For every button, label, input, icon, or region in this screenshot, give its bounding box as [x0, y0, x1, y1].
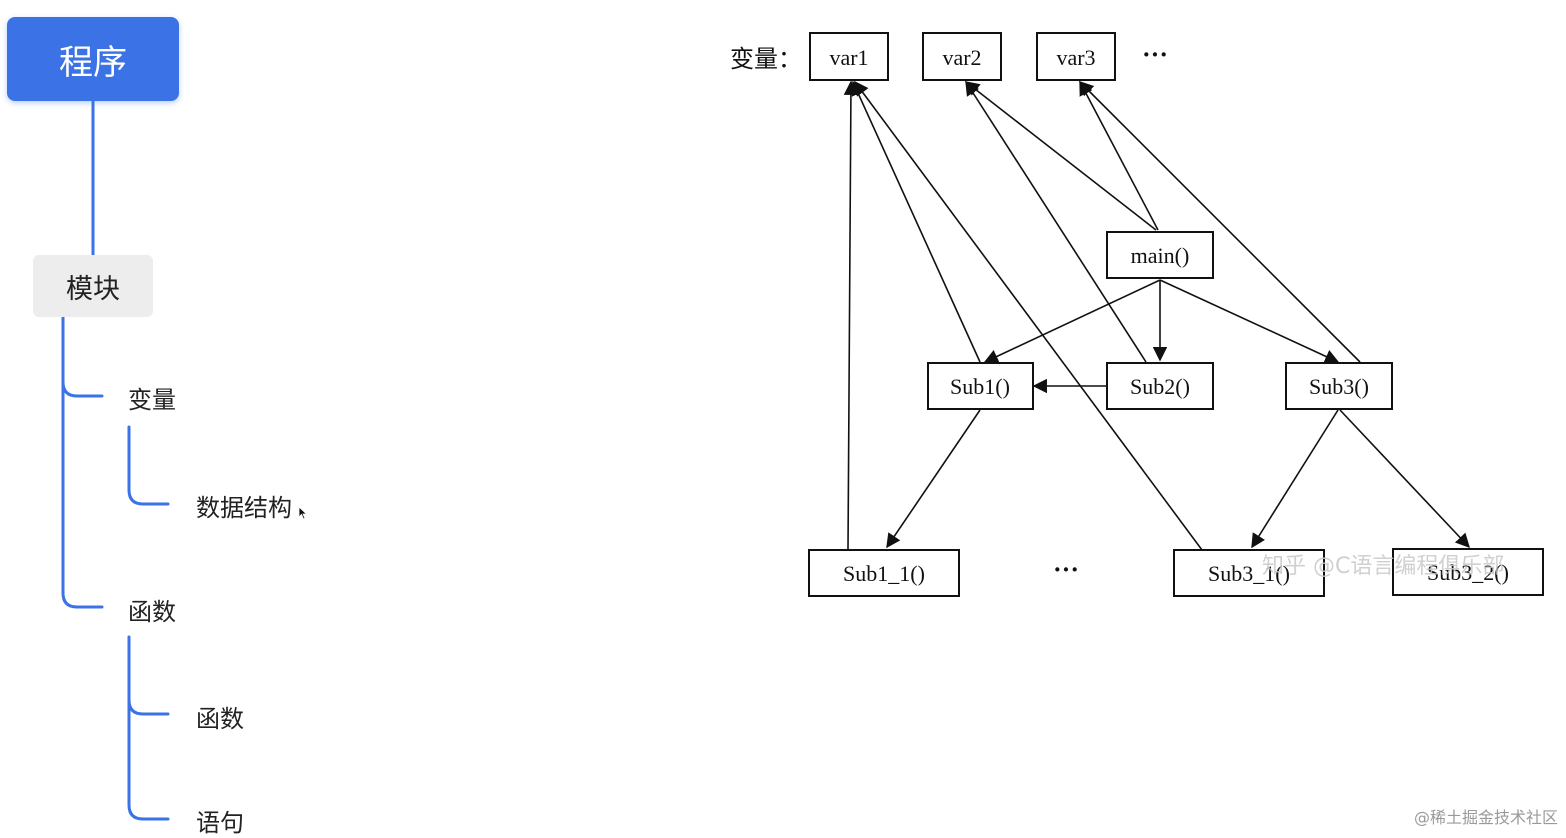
sub3-label: Sub3()	[1309, 374, 1369, 399]
arrow-sub1-to-sub1_1	[886, 409, 981, 549]
var3-label: var3	[1056, 45, 1095, 70]
sub3_1-label: Sub3_1()	[1208, 561, 1290, 586]
vars-ellipsis: ···	[1142, 40, 1168, 69]
var1-label: var1	[829, 45, 868, 70]
sub3_1-box[interactable]: Sub3_1()	[1173, 549, 1325, 597]
leaf-function[interactable]: 函数	[128, 598, 176, 626]
arrow-sub2-to-var2	[965, 80, 1147, 363]
module-node[interactable]: 模块	[33, 255, 153, 317]
sub1_1-label: Sub1_1()	[843, 561, 925, 586]
sub1-box[interactable]: Sub1()	[927, 362, 1034, 410]
var-box-var2[interactable]: var2	[922, 32, 1002, 81]
arrow-main-to-var2	[964, 81, 1157, 231]
arrow-main-to-sub1	[983, 279, 1161, 364]
mouse-cursor-icon	[298, 506, 308, 520]
arrow-sub3-to-var3	[1078, 80, 1361, 363]
function-to-statement-line	[127, 698, 170, 821]
var-box-var1[interactable]: var1	[809, 32, 889, 81]
module-node-label: 模块	[66, 273, 120, 305]
main-label: main()	[1131, 243, 1190, 268]
leaf-sub-function[interactable]: 函数	[196, 705, 244, 733]
arrow-sub3-to-sub3_1	[1251, 409, 1339, 549]
main-box[interactable]: main()	[1106, 231, 1214, 279]
mid-ellipsis: ···	[1053, 555, 1079, 584]
arrow-sub1_1-to-var1	[843, 80, 859, 551]
root-node-program[interactable]: 程序	[7, 17, 179, 101]
arrow-main-to-sub3	[1159, 279, 1340, 364]
juejin-watermark: @稀土掘金技术社区	[1413, 808, 1558, 827]
root-node-label: 程序	[59, 42, 127, 83]
leaf-statement[interactable]: 语句	[196, 809, 244, 837]
sub1_1-box[interactable]: Sub1_1()	[808, 549, 960, 597]
arrow-sub1-to-var1	[851, 80, 981, 363]
leaf-data-structure[interactable]: 数据结构	[196, 494, 292, 522]
sub1-label: Sub1()	[950, 374, 1010, 399]
variables-label: 变量：	[730, 45, 802, 73]
mindmap: 程序 模块 变量 数据结构 函数 函数 语句	[0, 0, 700, 837]
sub3_2-label: Sub3_2()	[1427, 560, 1509, 585]
sub3_2-box[interactable]: Sub3_2()	[1392, 548, 1544, 596]
arrow-sub3_1-to-var1	[854, 80, 1203, 551]
sub2-label: Sub2()	[1130, 374, 1190, 399]
variable-to-datastructure-line	[127, 425, 170, 506]
var-box-var3[interactable]: var3	[1036, 32, 1116, 81]
leaf-variable[interactable]: 变量	[128, 386, 176, 414]
module-to-function-line	[61, 380, 104, 609]
sub2-box[interactable]: Sub2()	[1106, 362, 1214, 410]
arrow-main-to-var3	[1079, 80, 1159, 231]
arrow-sub3-to-sub3_2	[1339, 409, 1470, 549]
zhihu-watermark: 知乎 @C语言编程俱乐部	[1262, 554, 1504, 579]
var2-label: var2	[942, 45, 981, 70]
sub3-box[interactable]: Sub3()	[1285, 362, 1393, 410]
mindmap-connectors	[61, 99, 170, 821]
